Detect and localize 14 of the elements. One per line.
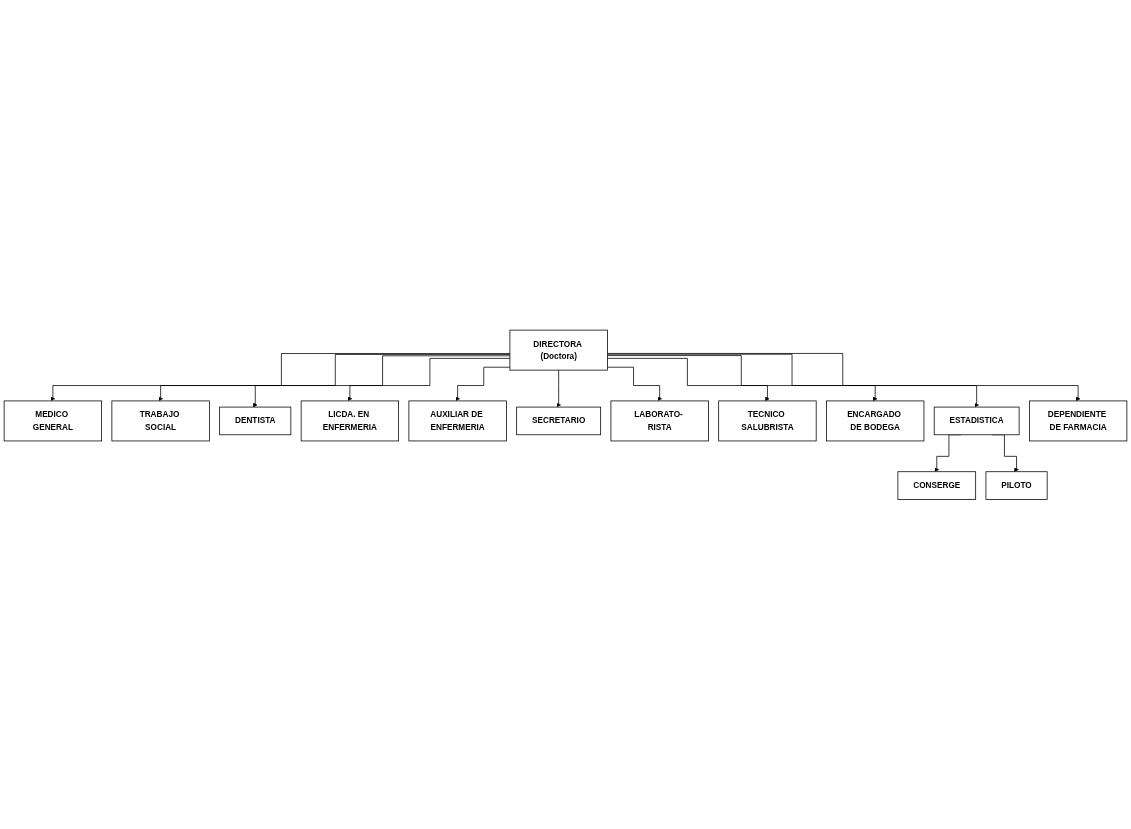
node-box: DEPENDIENTE DE FARMACIA (1029, 400, 1128, 442)
node-box: LICDA. EN ENFERMERIA (300, 400, 399, 442)
node-box: ESTADISTICA (933, 406, 1020, 435)
node-box: DIRECTORA (Doctora) (509, 329, 608, 371)
node-box: PILOTO (985, 471, 1048, 500)
node-box: SECRETARIO (516, 406, 602, 435)
node-box: DENTISTA (219, 406, 292, 435)
node-box: TECNICO SALUBRISTA (718, 400, 817, 442)
node-box: CONSERGE (897, 471, 977, 500)
node-box: ENCARGADO DE BODEGA (826, 400, 925, 442)
node-box: MEDICO GENERAL (3, 400, 102, 442)
node-box: AUXILIAR DE ENFERMERIA (408, 400, 507, 442)
node-box: LABORATO- RISTA (610, 400, 709, 442)
node-box: TRABAJO SOCIAL (111, 400, 210, 442)
